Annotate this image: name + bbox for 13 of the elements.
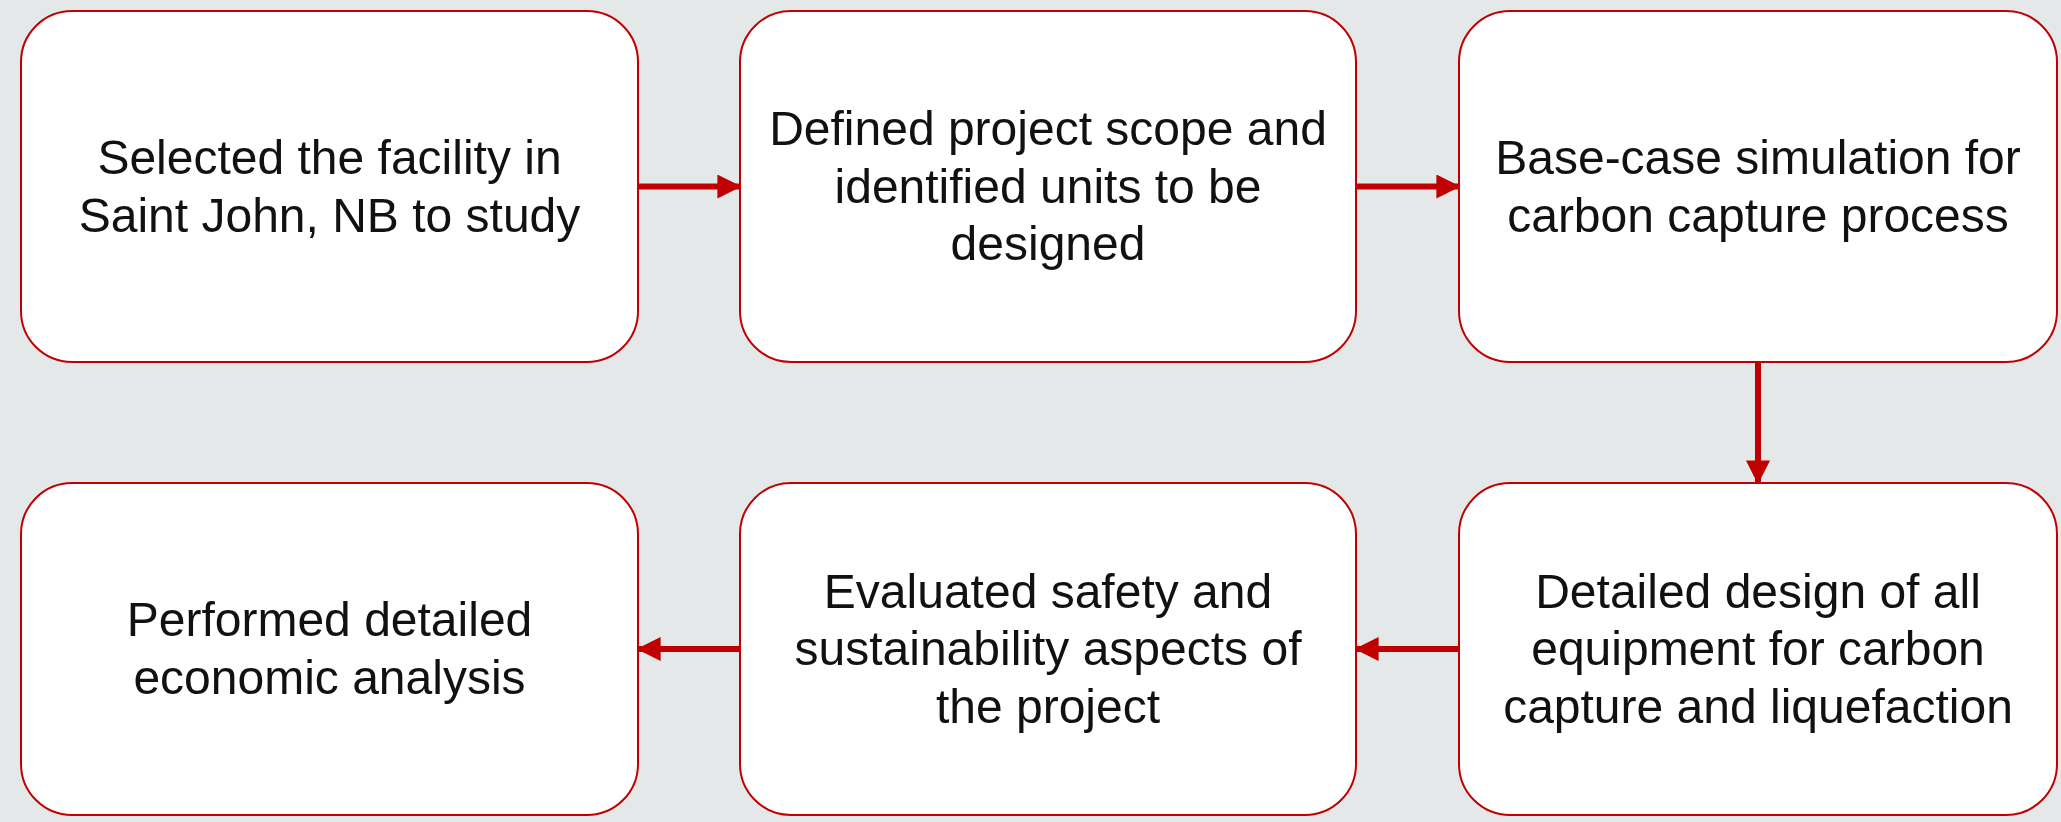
step-text: Detailed design of all equipment for carbon capture and liquefaction (1502, 563, 2014, 735)
process-box (739, 482, 1357, 816)
process-box (1458, 10, 2058, 363)
step-text: Base-case simulation for carbon capture process (1494, 129, 2022, 244)
step-text: Selected the facility in Saint John, NB to study (77, 129, 582, 244)
process-box (20, 10, 639, 363)
process-box (20, 482, 639, 816)
step-text: Performed detailed economic analysis (125, 592, 534, 706)
process-box (1458, 482, 2058, 816)
process-box (739, 10, 1357, 363)
arrow (1746, 363, 1770, 485)
step-text: Evaluated safety and sustainability aspects of the project (793, 563, 1303, 735)
step-text: Defined project scope and identified units to be designed (768, 101, 1328, 273)
